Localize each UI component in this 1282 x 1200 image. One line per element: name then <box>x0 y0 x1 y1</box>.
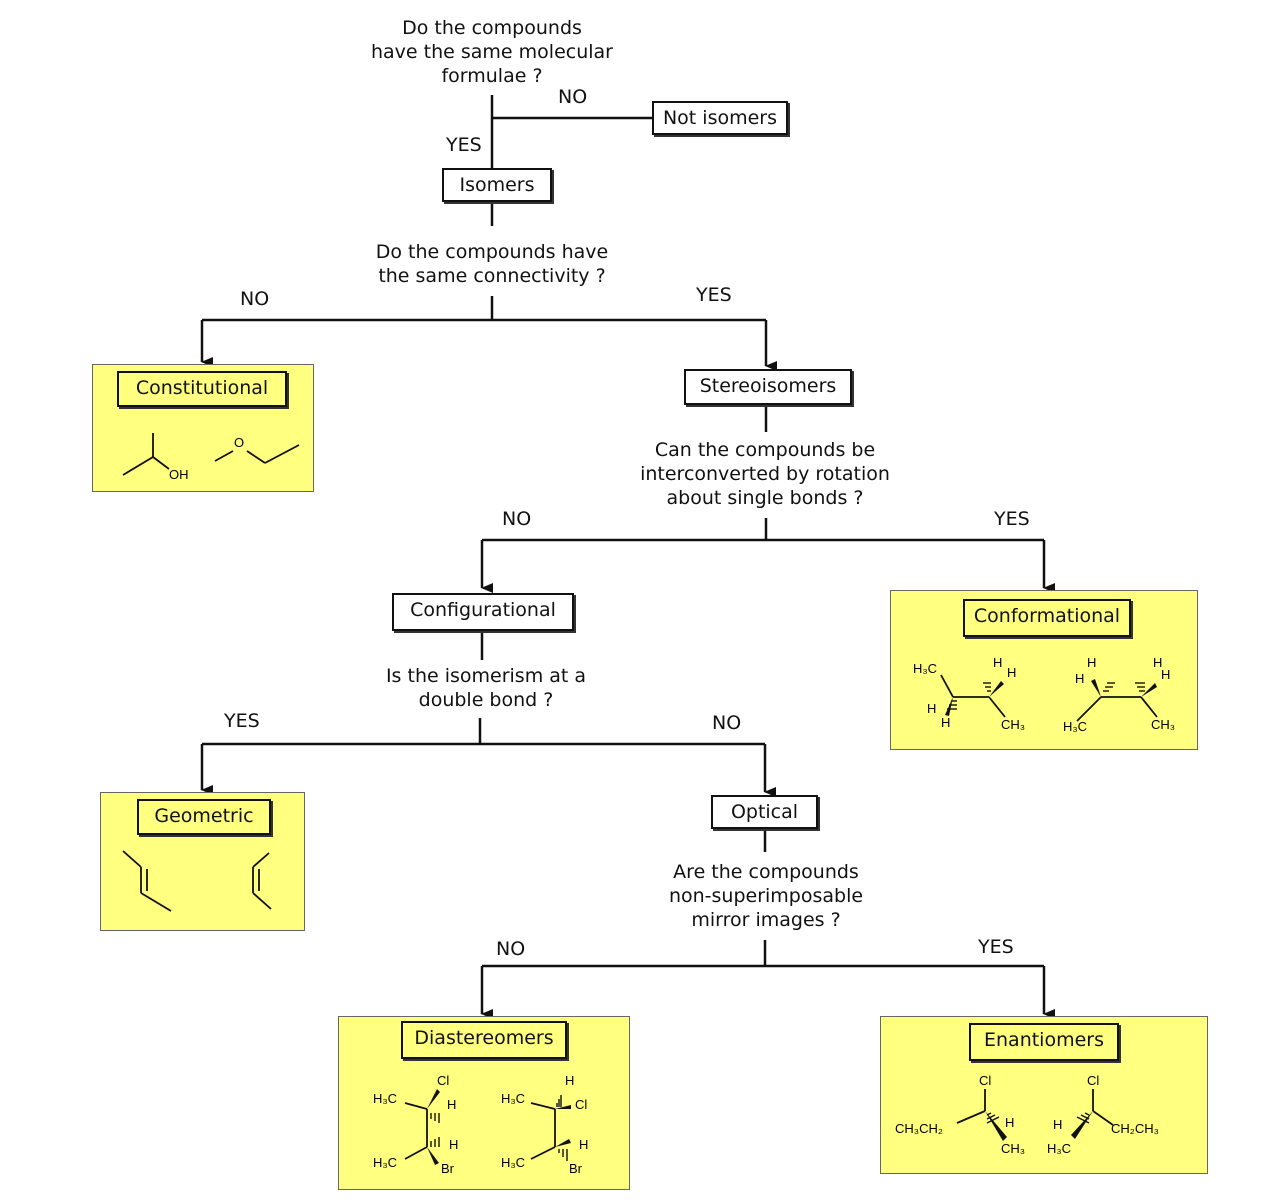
label-yes: YES <box>224 710 260 732</box>
question-rotation: Can the compounds be interconverted by r… <box>620 438 910 510</box>
label-yes: YES <box>994 508 1030 530</box>
question-line: Are the compounds <box>673 861 859 883</box>
panel-geometric: Geometric <box>100 792 305 931</box>
atom-h: H <box>1075 671 1084 686</box>
node-isomers: Isomers <box>442 168 552 202</box>
question-line: Do the compounds have <box>375 241 609 263</box>
atom-o: O <box>234 435 244 450</box>
atom-h3c: H₃C <box>501 1155 525 1170</box>
atom-oh: OH <box>169 467 189 482</box>
conformational-structures: H₃C H H H H CH₃ H H H₃C H H CH₃ <box>913 657 1175 734</box>
atom-h3c: H₃C <box>1063 719 1087 734</box>
atom-h3c: H₃C <box>1047 1141 1071 1156</box>
atom-h: H <box>579 1137 588 1152</box>
question-line: about single bonds ? <box>666 487 864 509</box>
atom-h3c: H₃C <box>373 1155 397 1170</box>
question-same-connectivity: Do the compounds have the same connectiv… <box>342 240 642 288</box>
atom-h: H <box>1053 1117 1062 1132</box>
panel-constitutional: Constitutional OH O <box>92 364 314 492</box>
atom-h3c: H₃C <box>501 1091 525 1106</box>
node-optical: Optical <box>711 795 818 829</box>
atom-h: H <box>1007 665 1016 680</box>
label-yes: YES <box>978 936 1014 958</box>
atom-h: H <box>1161 667 1170 682</box>
label-yes: YES <box>446 134 482 156</box>
label-no: NO <box>240 288 270 310</box>
label-conformational: Conformational <box>963 599 1131 637</box>
atom-h: H <box>993 657 1002 670</box>
label-no: NO <box>496 938 526 960</box>
atom-h: H <box>565 1073 574 1088</box>
enantiomer-structures: Cl CH₃CH₂ H CH₃ Cl H H₃C CH₂CH₃ <box>895 1073 1159 1156</box>
atom-ch2ch3: CH₂CH₃ <box>1111 1121 1159 1136</box>
atom-ch3ch2: CH₃CH₂ <box>895 1121 943 1136</box>
atom-cl: Cl <box>437 1073 449 1088</box>
panel-diastereomers: Diastereomers H₃C Cl H H₃C H Br H₃C H <box>338 1016 630 1190</box>
question-line: Do the compounds <box>402 17 582 39</box>
atom-h: H <box>927 701 936 716</box>
label-no: NO <box>502 508 532 530</box>
label-constitutional: Constitutional <box>117 371 287 407</box>
label-enantiomers: Enantiomers <box>969 1023 1119 1061</box>
label-no: NO <box>558 86 588 108</box>
node-stereoisomers: Stereoisomers <box>684 369 852 405</box>
question-line: formulae ? <box>441 65 543 87</box>
atom-br: Br <box>441 1161 455 1176</box>
label-no: NO <box>712 712 742 734</box>
geometric-structures <box>122 850 272 912</box>
atom-h: H <box>449 1137 458 1152</box>
label-geometric: Geometric <box>137 799 271 835</box>
atom-ch3: CH₃ <box>1001 717 1025 732</box>
atom-h3c: H₃C <box>913 661 937 676</box>
atom-h: H <box>1087 657 1096 670</box>
diastereomer-structures: H₃C Cl H H₃C H Br H₃C H Cl H₃C H Br <box>373 1073 588 1176</box>
panel-enantiomers: Enantiomers Cl CH₃CH₂ H CH₃ Cl H H₃C CH₂… <box>880 1016 1208 1174</box>
question-line: mirror images ? <box>691 909 841 931</box>
panel-conformational: Conformational H₃C H H H H CH₃ H H <box>890 590 1198 750</box>
atom-cl: Cl <box>1087 1073 1099 1088</box>
question-mirror: Are the compounds non-superimposable mir… <box>626 860 906 932</box>
question-line: Is the isomerism at a <box>385 665 587 687</box>
atom-h3c: H₃C <box>373 1091 397 1106</box>
atom-h: H <box>447 1097 456 1112</box>
node-configurational: Configurational <box>392 593 574 631</box>
label-diastereomers: Diastereomers <box>401 1021 567 1059</box>
node-not-isomers: Not isomers <box>652 101 788 135</box>
atom-h: H <box>941 715 950 730</box>
label-yes: YES <box>696 284 732 306</box>
atom-h: H <box>1005 1115 1014 1130</box>
question-line: non-superimposable <box>668 885 864 907</box>
atom-cl: Cl <box>575 1097 587 1112</box>
question-double-bond: Is the isomerism at a double bond ? <box>356 664 616 712</box>
question-line: the same connectivity ? <box>378 265 606 287</box>
atom-ch3: CH₃ <box>1001 1141 1025 1156</box>
atom-h: H <box>1153 657 1162 670</box>
question-line: Can the compounds be <box>654 439 876 461</box>
question-line: have the same molecular <box>371 41 613 63</box>
atom-ch3: CH₃ <box>1151 717 1175 732</box>
constitutional-structures: OH O <box>122 433 300 482</box>
atom-cl: Cl <box>979 1073 991 1088</box>
question-line: interconverted by rotation <box>640 463 890 485</box>
question-line: double bond ? <box>418 689 554 711</box>
question-same-formula: Do the compounds have the same molecular… <box>352 16 632 88</box>
atom-br: Br <box>569 1161 583 1176</box>
